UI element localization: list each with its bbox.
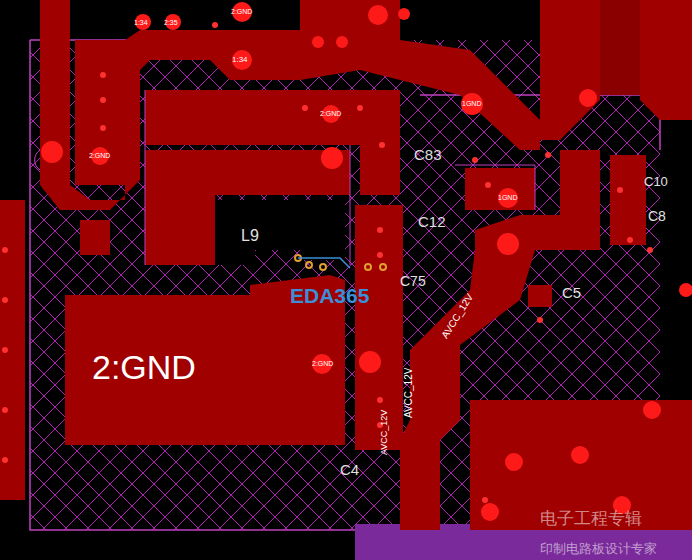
watermark: 电子工程专辑 [540, 510, 642, 527]
net-name: 2:35 [164, 19, 178, 26]
watermark: EDA365 [290, 285, 369, 306]
net-name: 1:34 [134, 19, 148, 26]
part-name: C8 [648, 209, 666, 223]
part-name: C5 [562, 285, 581, 300]
net-name: 1:34 [232, 56, 248, 64]
net-name: 2:GND [231, 8, 252, 15]
net-name: AVCC_12V [380, 410, 389, 455]
net-name: 1GND [498, 194, 517, 201]
net-name: AVCC_12V [404, 368, 414, 418]
net-name: 2:GND [320, 110, 341, 117]
part-name: C83 [414, 147, 442, 162]
net-name: 2:GND [92, 350, 196, 384]
watermark: 印制电路板设计专家 [540, 542, 657, 555]
net-name: 2:GND [89, 152, 110, 159]
part-name: C4 [340, 462, 359, 477]
part-name: C75 [400, 274, 426, 288]
part-name: C12 [418, 214, 446, 229]
net-name: 2:GND [312, 360, 333, 367]
net-name: 1GND [462, 100, 481, 107]
part-name: L9 [241, 228, 259, 244]
part-name: C10 [644, 175, 668, 188]
